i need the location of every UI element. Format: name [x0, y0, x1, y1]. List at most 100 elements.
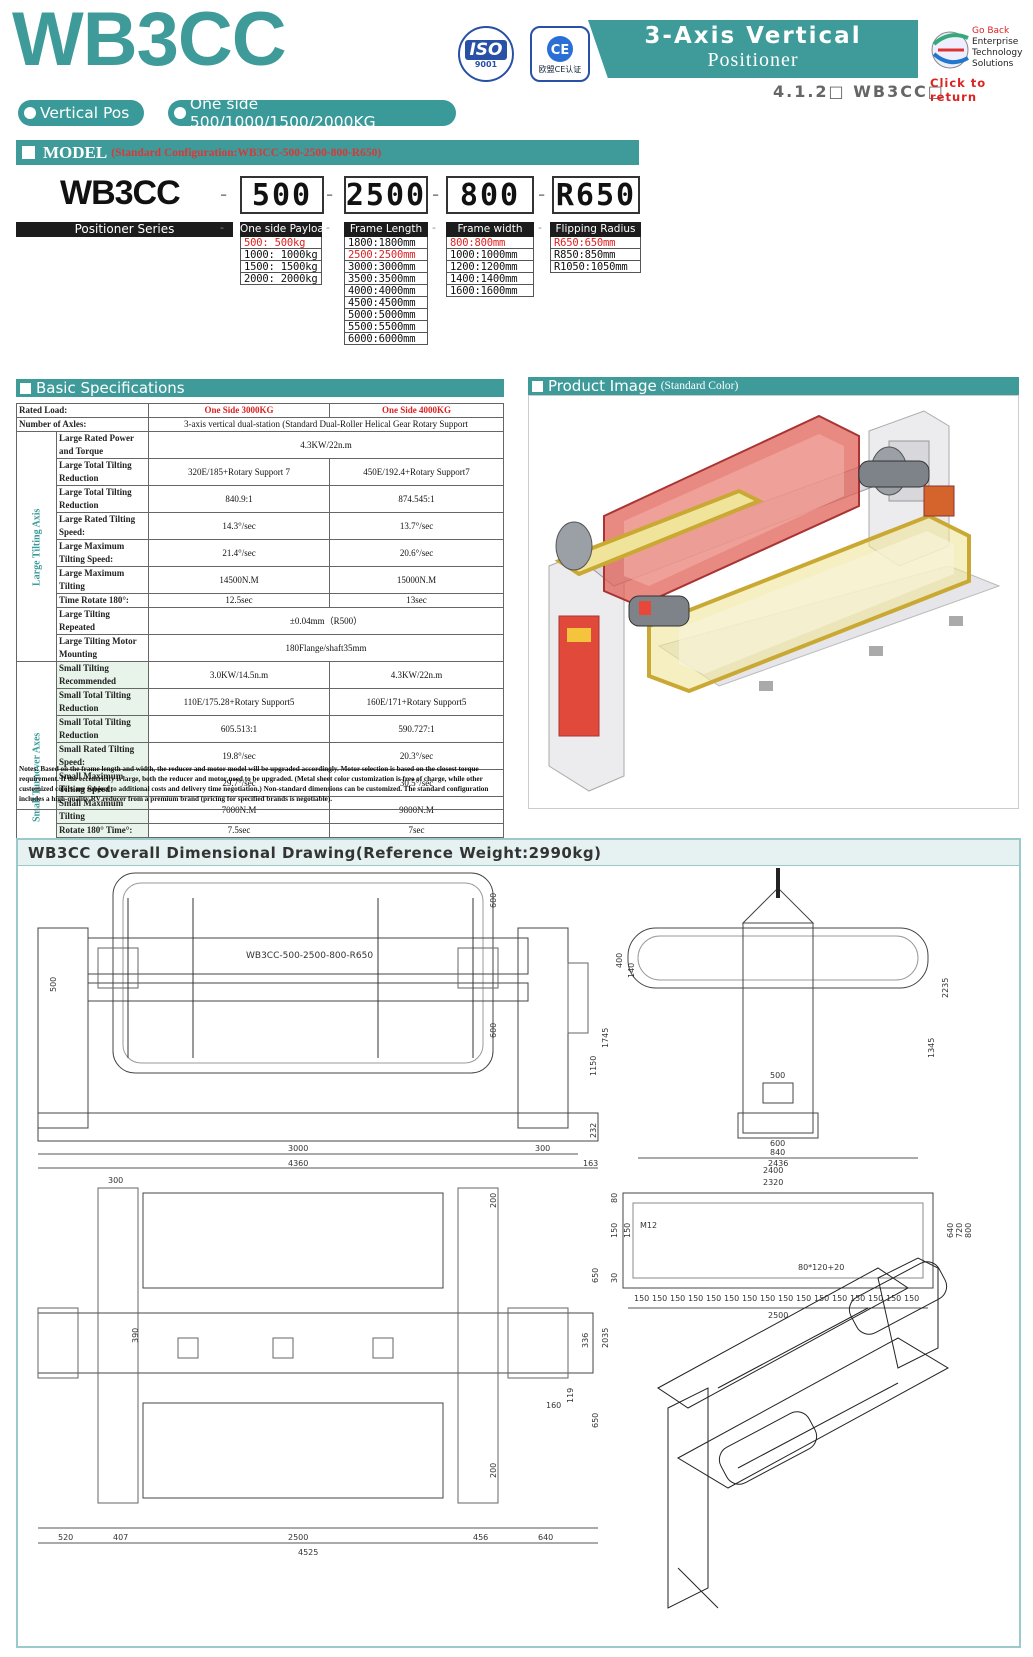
dim-text: 720: [955, 1223, 964, 1238]
dim-text: 300: [535, 1144, 550, 1153]
pitch-label: 150: [670, 1294, 685, 1303]
dim-text: 336: [581, 1333, 590, 1348]
specs-title: Basic Specifications: [36, 379, 185, 397]
code-width: 800: [446, 176, 534, 214]
option-item: 5500:5500mm: [344, 321, 428, 333]
dash: -: [432, 182, 440, 206]
spec-value: 14500N.M: [147, 566, 331, 594]
dim-text: 650: [591, 1268, 600, 1283]
svg-text:CE: CE: [551, 43, 569, 58]
dim-text: 400: [615, 953, 624, 968]
product-sub: (Standard Color): [660, 380, 739, 392]
spec-value: 14.3°/sec: [147, 512, 331, 540]
spec-label: Large Total Tilting Reduction: [56, 458, 149, 486]
option-item: 2500:2500mm: [344, 249, 428, 261]
pitch-label: 150: [688, 1294, 703, 1303]
model-header: MODEL (Standard Configuration:WB3CC-500-…: [16, 140, 639, 165]
option-item: 1200:1200mm: [446, 261, 534, 273]
code-length: 2500: [344, 176, 428, 214]
dim-text: 2436: [768, 1159, 788, 1168]
dim-text: 232: [589, 1123, 598, 1138]
go-back-link[interactable]: Go Back Enterprise Technology Solutions …: [928, 20, 1032, 104]
dash: -: [538, 221, 542, 234]
spec-label: Small Total Tilting Reduction: [56, 715, 149, 743]
code-radius: R650: [552, 176, 640, 214]
pitch-label: 150: [634, 1294, 649, 1303]
title-line1: 3-Axis Vertical: [644, 23, 862, 49]
spec-value: 19.8°/sec: [147, 742, 331, 770]
dim-text: 80: [610, 1193, 619, 1203]
dim-text: 200: [489, 1463, 498, 1478]
dim-text: 150: [610, 1223, 619, 1238]
dash: -: [326, 182, 334, 206]
spec-value: 450E/192.4+Rotary Support7: [329, 458, 504, 486]
option-item: 1400:1400mm: [446, 273, 534, 285]
series-name: WB3CC: [60, 174, 181, 212]
option-item: 1600:1600mm: [446, 285, 534, 297]
spec-value: 7.5sec: [147, 823, 331, 838]
dim-text: 390: [131, 1328, 140, 1343]
front-model-label: WB3CC-500-2500-800-R650: [246, 951, 373, 961]
section-code: 4.1.2□ WB3CC□: [773, 82, 945, 101]
dim-text: 640: [946, 1223, 955, 1238]
dim-text: 2035: [601, 1328, 610, 1348]
spec-value: 29.7°/sec: [147, 769, 331, 797]
pitch-label: 150: [652, 1294, 667, 1303]
logo: WB3CC: [12, 0, 287, 82]
spec-value: 840.9:1: [147, 485, 331, 513]
iso-badge: ISO 9001: [458, 26, 514, 82]
pitch-label: 150: [868, 1294, 883, 1303]
spec-label: Large Total Tilting Reduction: [56, 485, 149, 513]
option-item: 4000:4000mm: [344, 285, 428, 297]
spec-value: 874.545:1: [329, 485, 504, 513]
spec-value: 13sec: [329, 593, 504, 608]
pitch-label: 150: [796, 1294, 811, 1303]
model-title: MODEL: [43, 142, 108, 162]
pitch-label: 150: [724, 1294, 739, 1303]
pitch-label: 150: [742, 1294, 757, 1303]
dim-text: 520: [58, 1533, 73, 1542]
dim-text: 80*120+20: [798, 1263, 844, 1272]
spec-value: 21.4°/sec: [147, 539, 331, 567]
specs-header: Basic Specifications: [16, 379, 504, 397]
top-view: [37, 1187, 598, 1544]
dim-text: 640: [538, 1533, 553, 1542]
spec-label: Rotate 180° Time°:: [56, 823, 149, 838]
spec-label: Large Tilting Repeated: [56, 607, 149, 635]
dim-text: 600: [489, 1023, 498, 1038]
dash: -: [326, 221, 330, 234]
option-header: One side Payload: [240, 222, 322, 237]
dim-text: 140: [627, 963, 636, 978]
dim-text: 407: [113, 1533, 128, 1542]
col-header: One Side 4000KG: [329, 403, 504, 418]
option-item: R850:850mm: [550, 249, 641, 261]
dim-text: 456: [473, 1533, 488, 1542]
option-header: Frame width: [446, 222, 534, 237]
spec-value: 15000N.M: [329, 566, 504, 594]
spec-notes: Notes: Based on the frame length and wid…: [16, 763, 504, 810]
dim-text: 650: [591, 1413, 600, 1428]
pitch-label: 150: [778, 1294, 793, 1303]
spec-value: 4.3KW/22n.m: [329, 661, 504, 689]
dim-text: 300: [108, 1176, 123, 1185]
square-icon: [532, 380, 543, 392]
click-to-return[interactable]: Click to return: [930, 76, 987, 104]
spec-label: Large Rated Power and Torque: [56, 431, 149, 459]
group-label: Large Tilting Axis: [16, 431, 57, 662]
dim-text: 600: [770, 1139, 785, 1148]
dash: -: [220, 221, 224, 234]
pitch-label: 150: [706, 1294, 721, 1303]
dim-text: 2320: [763, 1178, 783, 1187]
